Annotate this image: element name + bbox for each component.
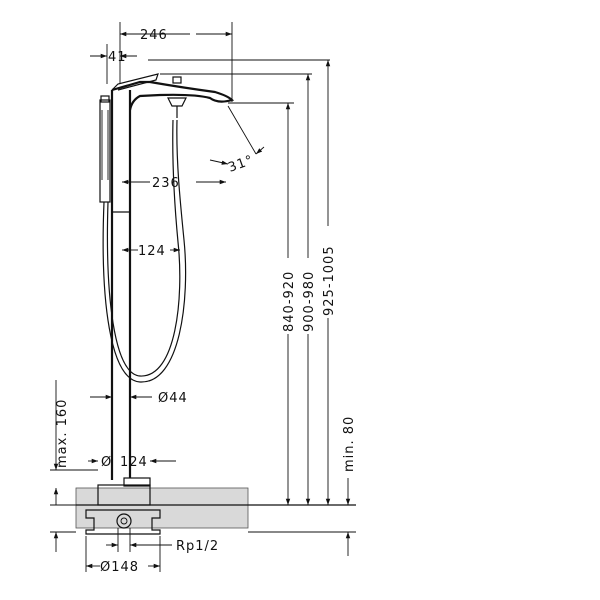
floor <box>50 487 356 529</box>
dim-base-dia-value: 124 <box>120 455 148 470</box>
dim-height-c: 925-1005 <box>322 60 337 505</box>
dim-connection: Rp1/2 <box>106 528 219 554</box>
dim-spout-reach: 246 <box>120 28 232 43</box>
dim-246-label: 246 <box>140 28 168 43</box>
dim-spout-angle: 31° <box>209 146 265 176</box>
dim-base-dia: Ø 124 <box>88 455 176 470</box>
dim-840-920-label: 840-920 <box>282 271 297 332</box>
dim-max-height: max. 160 <box>53 380 70 505</box>
dim-124-label: 124 <box>138 244 166 259</box>
dim-900-980-label: 900-980 <box>302 271 317 332</box>
dim-rp12-label: Rp1/2 <box>176 539 219 554</box>
dim-height-b: 900-980 <box>302 74 317 505</box>
dim-hose-offset: 124 <box>122 244 180 259</box>
dim-min-height: min. 80 <box>342 416 357 556</box>
hose <box>102 119 187 383</box>
dim-height-a: 840-920 <box>282 103 297 505</box>
column <box>110 90 132 480</box>
dim-flange-dia: Ø148 <box>85 536 161 575</box>
dim-236-label: 236 <box>152 176 180 191</box>
dim-41-label: 41 <box>108 50 127 65</box>
spout <box>111 73 235 118</box>
dim-inner-reach: 236 <box>122 176 226 191</box>
dim-44-label: Ø44 <box>158 391 188 406</box>
dim-column-dia: Ø44 <box>90 391 188 406</box>
hand-shower <box>99 95 111 203</box>
dim-min-80-label: min. 80 <box>342 416 357 472</box>
floor-flange <box>85 477 161 535</box>
dim-floor-left <box>50 531 76 552</box>
dim-base-dia-symbol: Ø <box>101 455 112 470</box>
dim-handle-offset: 41 <box>90 50 137 65</box>
dim-max-160-label: max. 160 <box>55 399 70 468</box>
dim-31deg-label: 31° <box>226 153 256 176</box>
dim-925-1005-label: 925-1005 <box>322 245 337 316</box>
dim-148-label: Ø148 <box>100 560 139 575</box>
